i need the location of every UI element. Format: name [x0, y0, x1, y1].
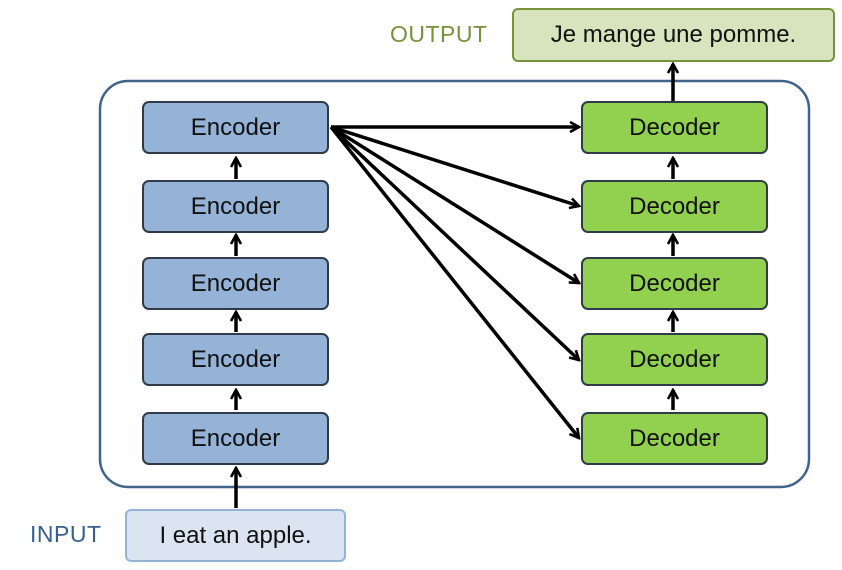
encoder-block: Encoder	[142, 257, 329, 310]
encoder-to-decoder-arrow	[330, 125, 579, 206]
decoder-label: Decoder	[629, 192, 720, 220]
output-box: Je mange une pomme.	[512, 8, 835, 62]
decoder-block: Decoder	[581, 333, 768, 386]
encoder-decoder-container	[98, 79, 811, 489]
encoder-label: Encoder	[190, 269, 281, 297]
decoder-block: Decoder	[581, 180, 768, 233]
input-box: I eat an apple.	[125, 509, 346, 562]
encoder-label: Encoder	[190, 424, 281, 452]
input-text: I eat an apple.	[159, 521, 312, 549]
encoder-to-decoder-arrow	[329, 125, 579, 360]
decoder-label: Decoder	[629, 424, 720, 452]
encoder-block: Encoder	[142, 333, 329, 386]
decoder-label: Decoder	[629, 113, 720, 141]
encoder-to-decoder-arrow	[330, 125, 579, 285]
encoder-label: Encoder	[190, 192, 281, 220]
decoder-block: Decoder	[581, 412, 768, 465]
encoder-block: Encoder	[142, 101, 329, 154]
encoder-label: Encoder	[190, 345, 281, 373]
encoder-block: Encoder	[142, 412, 329, 465]
decoder-block: Decoder	[581, 257, 768, 310]
decoder-label: Decoder	[629, 269, 720, 297]
encoder-to-decoder-arrow	[329, 125, 579, 438]
encoder-label: Encoder	[190, 113, 281, 141]
decoder-block: Decoder	[581, 101, 768, 154]
output-text: Je mange une pomme.	[550, 21, 797, 48]
decoder-label: Decoder	[629, 345, 720, 373]
encoder-block: Encoder	[142, 180, 329, 233]
input-label: INPUT	[30, 521, 102, 547]
output-label: OUTPUT	[390, 21, 488, 47]
